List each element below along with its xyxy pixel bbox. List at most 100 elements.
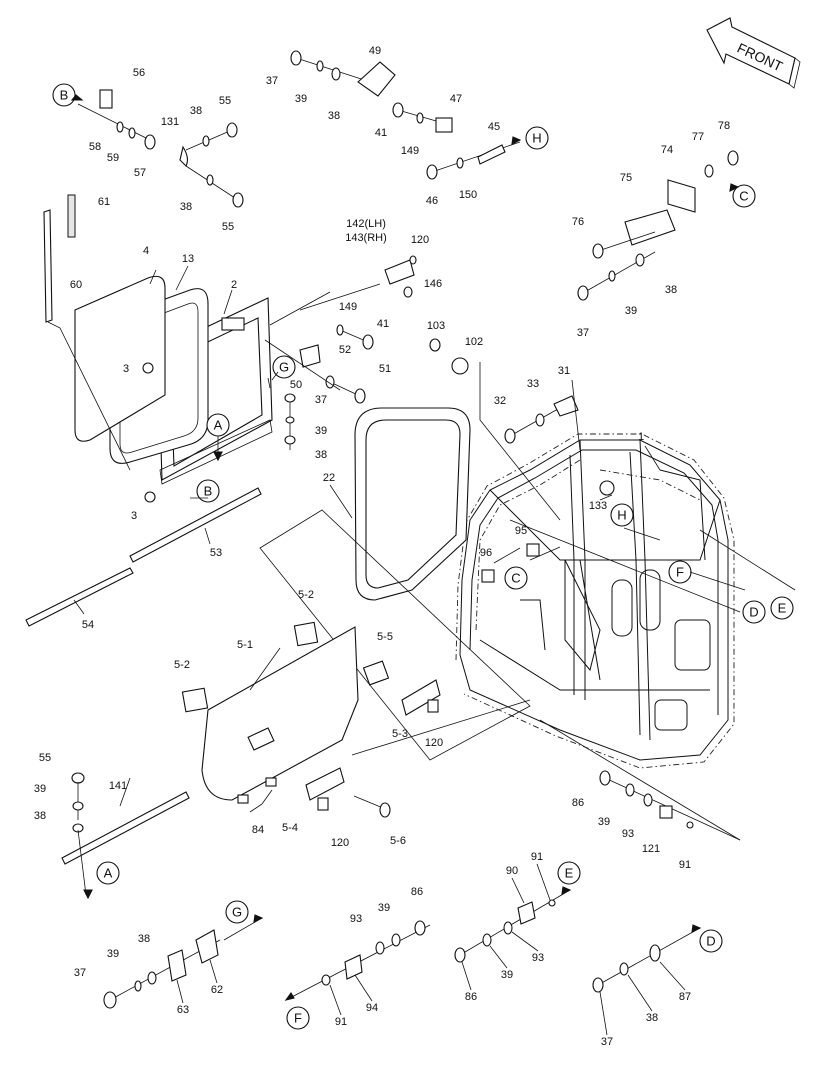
- callout-c-top: C: [732, 184, 756, 208]
- leader-lines: [73, 265, 796, 841]
- label-39: 39: [34, 783, 46, 795]
- label-38: 38: [138, 933, 150, 945]
- sliding-glass-5-1: [181, 621, 390, 801]
- label-38: 38: [34, 810, 46, 822]
- label-59: 59: [107, 152, 119, 164]
- callout-a-label: A: [104, 866, 113, 881]
- label-52: 52: [339, 344, 351, 356]
- label-93: 93: [532, 952, 544, 964]
- label-146: 146: [424, 278, 442, 290]
- label-141: 141: [109, 780, 127, 792]
- label-45: 45: [488, 121, 500, 133]
- label-5-5: 5-5: [377, 631, 393, 643]
- label-74: 74: [661, 144, 673, 156]
- callout-b-label: B: [204, 484, 213, 499]
- label-84: 84: [252, 824, 264, 836]
- label-149: 149: [339, 301, 357, 313]
- label-120: 120: [331, 837, 349, 849]
- part-labels: 56 58 59 57 131 38 55 38 55 61 60 4 13 2…: [34, 45, 730, 1048]
- label-149: 149: [401, 145, 419, 157]
- callout-h-label: H: [617, 508, 626, 523]
- label-75: 75: [620, 172, 632, 184]
- label-142: 142(LH): [346, 218, 386, 230]
- label-143: 143(RH): [345, 232, 387, 244]
- label-78: 78: [718, 120, 730, 132]
- label-91: 91: [679, 859, 691, 871]
- label-50: 50: [290, 379, 302, 391]
- callout-g-bottom: G: [225, 900, 249, 924]
- label-5-2: 5-2: [174, 659, 190, 671]
- label-120: 120: [425, 737, 443, 749]
- label-91: 91: [335, 1016, 347, 1028]
- strip-141: [61, 791, 190, 865]
- callout-h-cab: H: [610, 503, 634, 527]
- label-38: 38: [328, 110, 340, 122]
- callout-d-label: D: [706, 934, 715, 949]
- label-102: 102: [465, 336, 483, 348]
- callout-e-label: E: [565, 866, 574, 881]
- label-38: 38: [646, 1012, 658, 1024]
- callout-c-label: C: [511, 571, 520, 586]
- label-46: 46: [426, 195, 438, 207]
- label-47: 47: [450, 93, 462, 105]
- label-3: 3: [123, 363, 129, 375]
- callout-g-label: G: [279, 360, 289, 375]
- label-39: 39: [315, 425, 327, 437]
- label-5-3: 5-3: [392, 728, 408, 740]
- label-49: 49: [369, 45, 381, 57]
- callout-f-label: F: [294, 1011, 302, 1026]
- callout-g-label: G: [232, 905, 242, 920]
- callout-e-bottom: E: [557, 861, 581, 885]
- label-87: 87: [679, 991, 691, 1003]
- label-131: 131: [161, 116, 179, 128]
- callout-a-bottom: A: [96, 861, 120, 885]
- label-5-6: 5-6: [390, 835, 406, 847]
- callout-d-label: D: [749, 605, 758, 620]
- callout-f-label: F: [676, 565, 684, 580]
- label-39: 39: [378, 902, 390, 914]
- label-41: 41: [377, 318, 389, 330]
- label-55: 55: [39, 752, 51, 764]
- cab-frame: [455, 433, 735, 769]
- callout-a-label: A: [214, 418, 223, 433]
- label-62: 62: [211, 984, 223, 996]
- callout-e-cab: E: [770, 596, 794, 620]
- callout-e-label: E: [778, 601, 787, 616]
- label-4: 4: [143, 245, 149, 257]
- label-3: 3: [131, 510, 137, 522]
- label-38: 38: [190, 105, 202, 117]
- label-51: 51: [379, 363, 391, 375]
- hardware-bolts: [71, 50, 741, 1009]
- callout-c-cab: C: [504, 566, 528, 590]
- label-90: 90: [506, 865, 518, 877]
- label-60: 60: [70, 279, 82, 291]
- front-arrow: FRONT: [706, 17, 801, 89]
- label-133: 133: [589, 500, 607, 512]
- label-38: 38: [180, 201, 192, 213]
- callout-d-cab: D: [742, 600, 766, 624]
- label-61: 61: [98, 196, 110, 208]
- label-55: 55: [222, 221, 234, 233]
- callout-d-bottom: D: [699, 929, 723, 953]
- label-leaders: [176, 863, 686, 1036]
- label-39: 39: [295, 93, 307, 105]
- label-37: 37: [74, 967, 86, 979]
- callout-f-bottom: F: [286, 1006, 310, 1030]
- label-91: 91: [531, 851, 543, 863]
- label-31: 31: [558, 365, 570, 377]
- label-2: 2: [231, 279, 237, 291]
- label-1: 1: [638, 431, 644, 443]
- label-56: 56: [133, 67, 145, 79]
- strip-53: [129, 487, 262, 563]
- label-32: 32: [494, 395, 506, 407]
- callout-f-cab: F: [668, 560, 692, 584]
- callout-g-mid: G: [272, 355, 296, 379]
- label-58: 58: [89, 141, 101, 153]
- callout-h-label: H: [532, 131, 541, 146]
- label-39: 39: [107, 948, 119, 960]
- label-39: 39: [598, 816, 610, 828]
- label-37: 37: [577, 327, 589, 339]
- callout-b-mid: B: [196, 479, 220, 503]
- label-94: 94: [366, 1002, 378, 1014]
